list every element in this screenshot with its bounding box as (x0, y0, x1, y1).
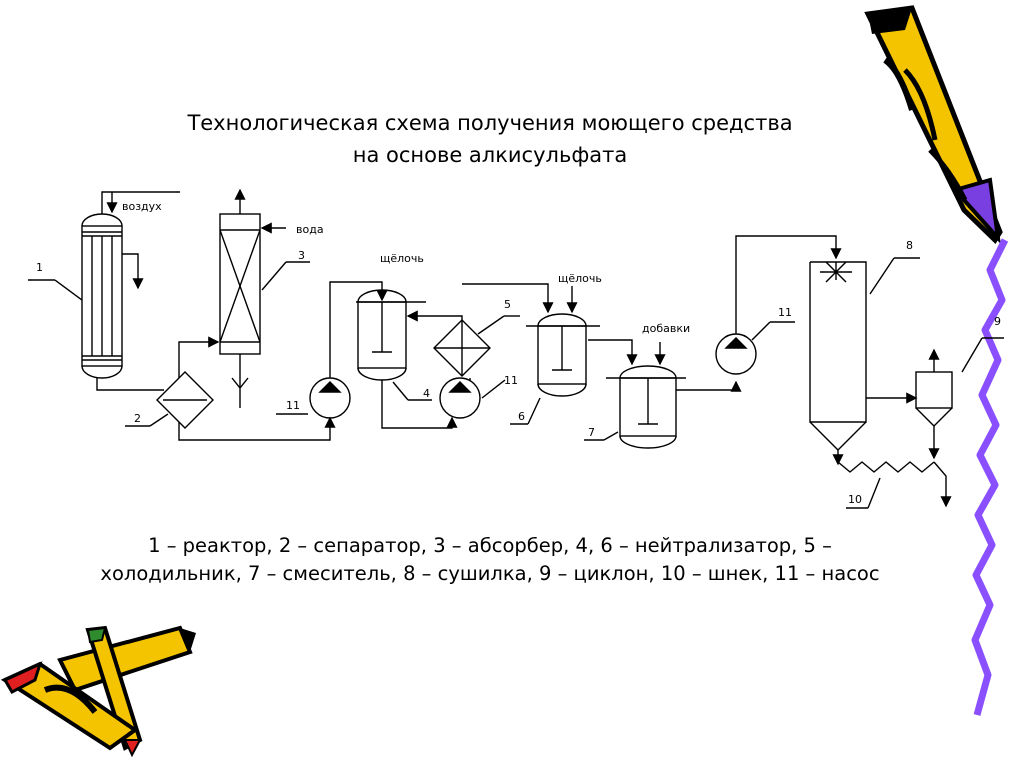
num-11-left: 11 (286, 399, 300, 412)
slide-title-line2: на основе алкисульфата (352, 143, 628, 167)
label-alkali-2: щёлочь (558, 272, 602, 285)
num-3: 3 (298, 249, 305, 262)
reactor-1 (81, 213, 123, 379)
label-air: воздух (122, 200, 162, 213)
label-additives: добавки (642, 322, 690, 335)
neutralizer-4 (356, 289, 426, 381)
slide-title-line1: Технологическая схема получения моющего … (187, 111, 793, 135)
pump-11-right (715, 333, 757, 375)
num-5: 5 (504, 298, 511, 311)
num-7: 7 (588, 426, 595, 439)
cyclone-9 (915, 371, 953, 427)
num-6: 6 (518, 410, 525, 423)
screw-10 (837, 461, 935, 473)
label-water: вода (296, 223, 324, 236)
absorber-3 (219, 213, 261, 355)
num-4: 4 (423, 387, 430, 400)
pump-11-middle (439, 377, 481, 419)
num-11-middle: 11 (504, 374, 518, 387)
legend-line1: 1 – реактор, 2 – сепаратор, 3 – абсорбер… (148, 534, 832, 557)
num-2: 2 (134, 412, 141, 425)
neutralizer-6 (526, 313, 600, 397)
pump-11-left (309, 377, 351, 419)
label-alkali-1: щёлочь (380, 252, 424, 265)
separator-2 (156, 371, 214, 429)
cooler-5 (433, 319, 491, 377)
dryer-8 (809, 261, 867, 451)
num-11-right: 11 (778, 306, 792, 319)
num-9: 9 (994, 315, 1001, 328)
num-8: 8 (906, 239, 913, 252)
num-1: 1 (36, 261, 43, 274)
legend-line2: холодильник, 7 – смеситель, 8 – сушилка,… (100, 562, 880, 585)
mixer-7 (606, 365, 686, 449)
num-10: 10 (848, 493, 862, 506)
